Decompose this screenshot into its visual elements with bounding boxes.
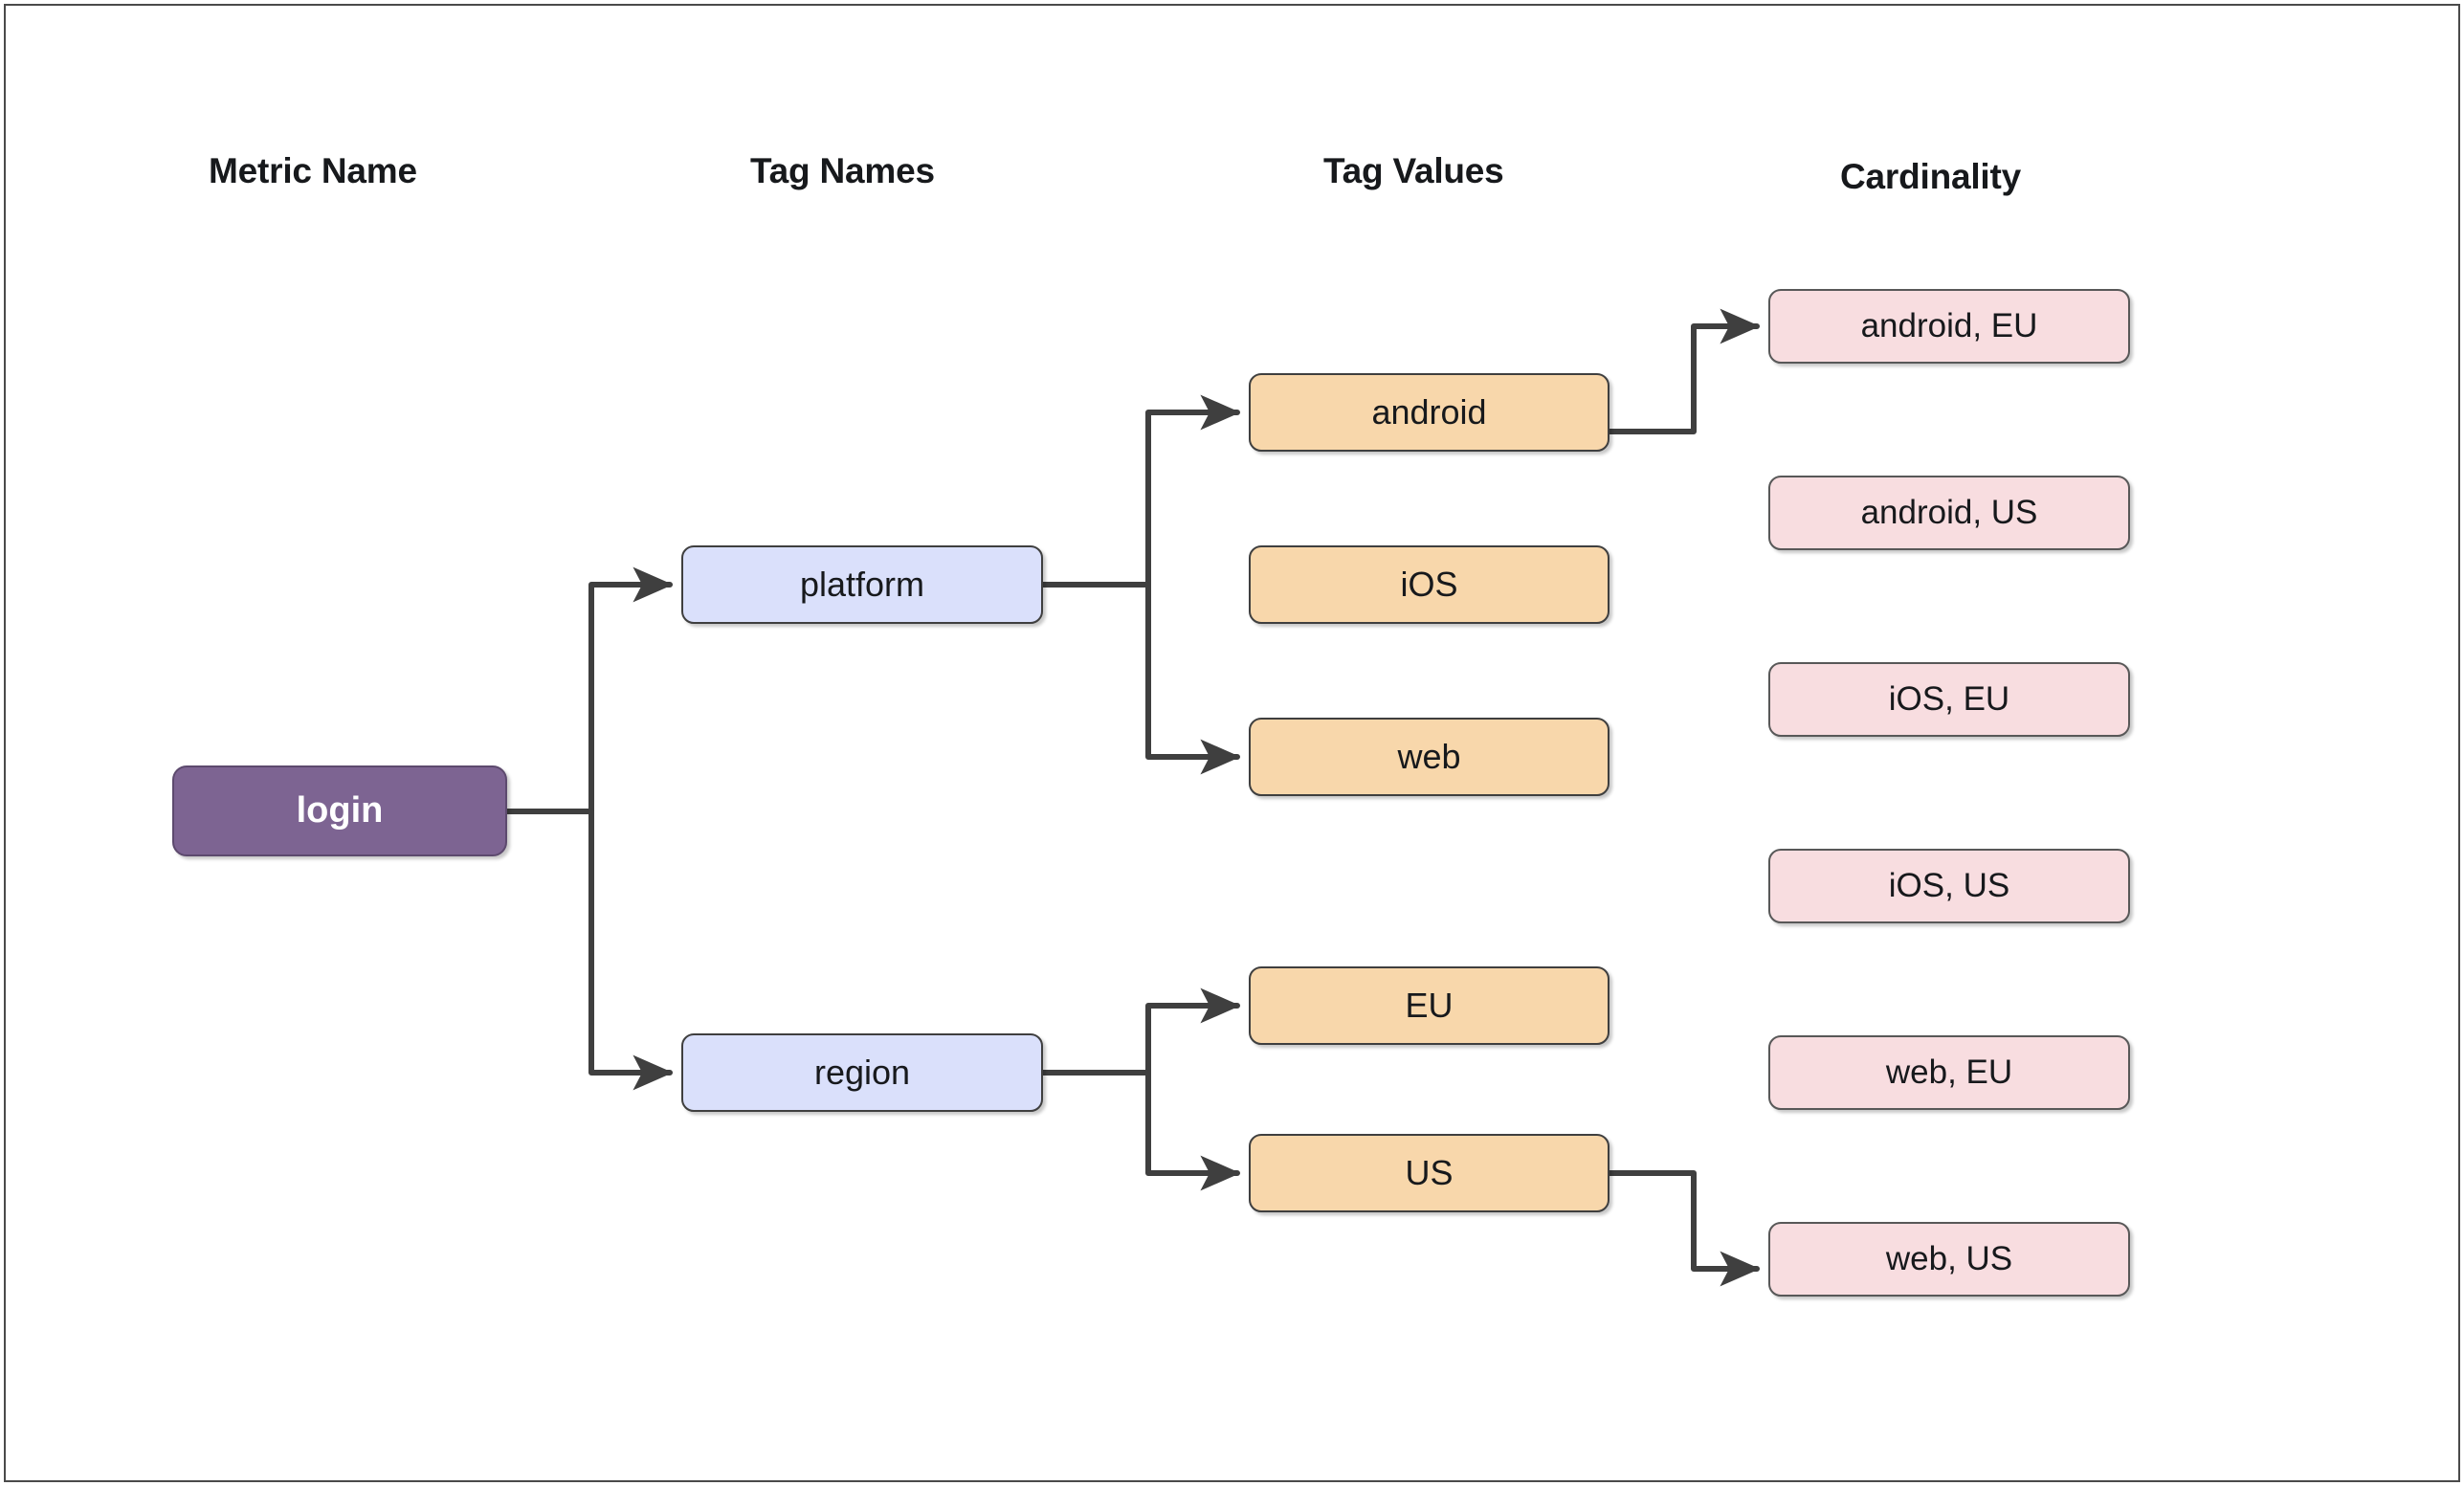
node-metric-name-login[interactable]: login (172, 765, 507, 856)
edge-region-us (1145, 1070, 1241, 1191)
column-header-tag-values: Tag Values (1323, 151, 1504, 190)
node-cardinality-ios-eu[interactable]: iOS, EU (1768, 662, 2130, 737)
edge-login-platform (588, 566, 674, 814)
node-tag-value-ios[interactable]: iOS (1249, 545, 1609, 624)
node-tag-name-region[interactable]: region (681, 1033, 1043, 1112)
node-tag-value-android[interactable]: android (1249, 373, 1609, 452)
node-cardinality-web-eu[interactable]: web, EU (1768, 1035, 2130, 1110)
edge-platform-android (1145, 394, 1241, 588)
column-header-tag-names: Tag Names (750, 151, 935, 190)
column-header-cardinality: Cardinality (1840, 157, 2022, 196)
edge-platform-web (1145, 582, 1241, 775)
edge-region-eu (1145, 987, 1241, 1076)
node-cardinality-android-eu[interactable]: android, EU (1768, 289, 2130, 364)
node-cardinality-android-us[interactable]: android, US (1768, 476, 2130, 550)
node-cardinality-web-us[interactable]: web, US (1768, 1222, 2130, 1297)
node-tag-value-eu[interactable]: EU (1249, 966, 1609, 1045)
edge-us-web-us (1607, 1170, 1761, 1287)
edge-login-region (588, 809, 674, 1091)
node-tag-value-us[interactable]: US (1249, 1134, 1609, 1212)
node-tag-name-platform[interactable]: platform (681, 545, 1043, 624)
node-cardinality-ios-us[interactable]: iOS, US (1768, 849, 2130, 923)
column-header-metric-name: Metric Name (209, 151, 417, 190)
node-tag-value-web[interactable]: web (1249, 718, 1609, 796)
edge-android-android-eu (1607, 308, 1761, 434)
